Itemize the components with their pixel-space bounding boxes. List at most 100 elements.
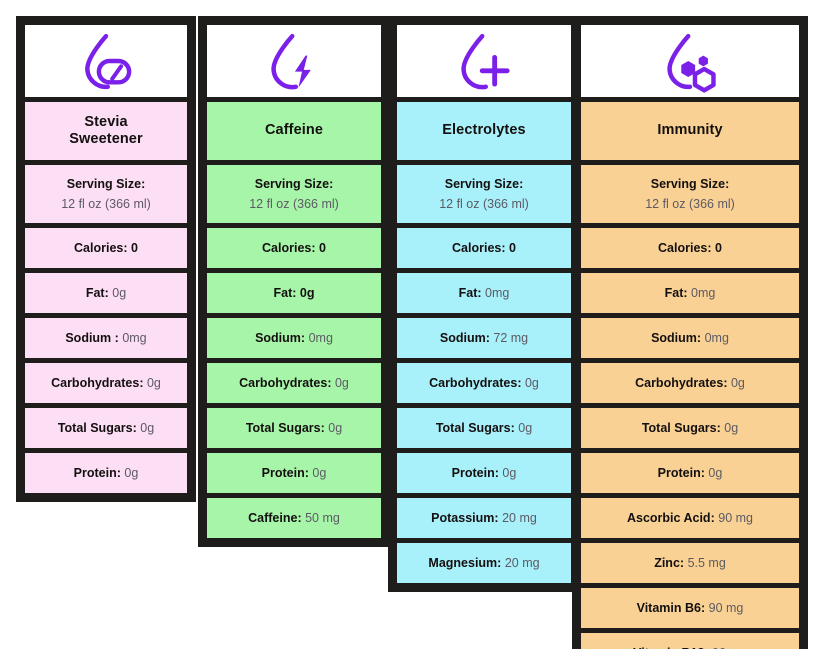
column-title-text: Immunity (657, 122, 723, 139)
nutrient-value: 0g (299, 285, 315, 300)
nutrient-label: Carbohydrates: (429, 375, 522, 390)
nutrient-row: Fat:0mg (581, 273, 799, 313)
column-title-stevia-sweetener: Stevia Sweetener (25, 102, 187, 160)
nutrient-value: 0g (724, 420, 739, 435)
nutrient-label: Fat: (273, 285, 297, 300)
nutrient-value: 50 mg (305, 510, 340, 525)
nutrient-row: Protein:0g (581, 453, 799, 493)
serving-size-cell-electrolytes: Serving Size: 12 fl oz (366 ml) (397, 165, 571, 223)
nutrient-value: 0mg (485, 285, 510, 300)
nutrient-row: Fat:0g (207, 273, 381, 313)
nutrient-row: Carbohydrates:0g (207, 363, 381, 403)
nutrient-label: Fat: (85, 285, 109, 300)
nutrient-row: Calories:0 (397, 228, 571, 268)
column-icon-cell-electrolytes (397, 25, 571, 97)
nutrient-value: 0 (715, 240, 722, 255)
nutrient-label: Protein: (261, 465, 309, 480)
nutrient-label: Magnesium: (428, 555, 502, 570)
nutrient-value: 20 mg (504, 555, 540, 570)
nutrient-row: Fat:0g (25, 273, 187, 313)
nutrient-value: 0g (524, 375, 539, 390)
serving-size-cell-immunity: Serving Size:12 fl oz (366 ml) (581, 165, 799, 223)
nutrient-value: 0 (509, 240, 516, 255)
nutrient-row: Calories:0 (581, 228, 799, 268)
nutrient-value: 0g (518, 420, 533, 435)
nutrient-label: Sodium: (439, 330, 490, 345)
nutrient-row: Protein:0g (207, 453, 381, 493)
column-title-text: Stevia Sweetener (69, 113, 143, 147)
column-icon-cell-immunity (581, 25, 799, 97)
nutrient-label: Zinc: (654, 555, 685, 570)
nutrient-value: 0g (140, 420, 155, 435)
serving-size-label: Serving Size: (66, 176, 146, 191)
nutrient-row: Total Sugars:0g (25, 408, 187, 448)
nutrient-label: Total Sugars: (641, 420, 721, 435)
nutrient-row: Calories:0 (25, 228, 187, 268)
nutrient-row: Calories:0 (207, 228, 381, 268)
nutrient-row: Total Sugars:0g (581, 408, 799, 448)
nutrient-label: Calories: (658, 240, 712, 255)
nutrient-label: Total Sugars: (57, 420, 137, 435)
nutrient-value: 0g (730, 375, 745, 390)
nutrient-label: Fat: (664, 285, 688, 300)
nutrient-label: Calories: (262, 240, 316, 255)
nutrient-row: Zinc:5.5 mg (581, 543, 799, 583)
serving-size-label: Serving Size: (254, 176, 334, 191)
nutrient-row: Total Sugars:0g (207, 408, 381, 448)
nutrient-label: Potassium: (431, 510, 499, 525)
nutrient-row: Vitamin B12:90 mg (581, 633, 799, 649)
nutrient-value: 0g (334, 375, 349, 390)
nutrient-row: Protein:0g (25, 453, 187, 493)
nutrient-row: Magnesium:20 mg (397, 543, 571, 583)
column-title-electrolytes: Electrolytes (397, 102, 571, 160)
nutrient-row: Carbohydrates:0g (581, 363, 799, 403)
nutrient-value: 0g (502, 465, 517, 480)
nutrient-value: 20 mg (502, 510, 537, 525)
serving-size-value: 12 fl oz (366 ml) (439, 196, 529, 211)
droplet-plus-icon (461, 33, 510, 90)
serving-size-label: Serving Size: (650, 176, 730, 191)
nutrient-row: Fat:0mg (397, 273, 571, 313)
nutrient-value: 0mg (691, 285, 716, 300)
nutrient-row: Ascorbic Acid:90 mg (581, 498, 799, 538)
nutrient-row: Carbohydrates:0g (25, 363, 187, 403)
nutrient-value: 0g (146, 375, 161, 390)
nutrient-label: Caffeine: (248, 510, 302, 525)
serving-size-label: Serving Size: (444, 176, 524, 191)
nutrient-value: 0g (708, 465, 723, 480)
nutrient-value: 0g (124, 465, 139, 480)
nutrient-value: 0mg (308, 330, 333, 345)
serving-size-value: 12 fl oz (366 ml) (249, 196, 339, 211)
nutrient-value: 5.5 mg (687, 555, 726, 570)
nutrient-row: Sodium:0mg (207, 318, 381, 358)
nutrient-label: Vitamin B12: (633, 646, 709, 649)
nutrient-row: Total Sugars:0g (397, 408, 571, 448)
nutrient-row: Potassium:20 mg (397, 498, 571, 538)
serving-size-cell-caffeine: Serving Size: 12 fl oz (366 ml) (207, 165, 381, 223)
nutrient-label: Sodium: (651, 330, 702, 345)
nutrient-label: Total Sugars: (245, 420, 325, 435)
nutrient-label: Ascorbic Acid: (626, 510, 715, 525)
nutrient-row: Vitamin B6:90 mg (581, 588, 799, 628)
nutrient-label: Sodium: (255, 330, 306, 345)
nutrient-value: 0g (112, 285, 127, 300)
nutrient-value: 0g (328, 420, 343, 435)
nutrient-value: 90 mg (708, 600, 744, 615)
serving-size-cell-stevia-sweetener: Serving Size:12 fl oz (366 ml) (25, 165, 187, 223)
column-title-text: Electrolytes (442, 122, 526, 139)
nutrient-label: Protein: (451, 465, 499, 480)
nutrient-label: Calories: (74, 240, 128, 255)
column-title-caffeine: Caffeine (207, 102, 381, 160)
nutrient-value: 0g (312, 465, 327, 480)
nutrient-label: Carbohydrates: (635, 375, 728, 390)
nutrient-row: Caffeine:50 mg (207, 498, 381, 538)
nutrient-value: 0 (131, 240, 138, 255)
nutrient-row: Protein:0g (397, 453, 571, 493)
nutrient-value: 0mg (704, 330, 729, 345)
nutrient-value: 72 mg (493, 330, 529, 345)
